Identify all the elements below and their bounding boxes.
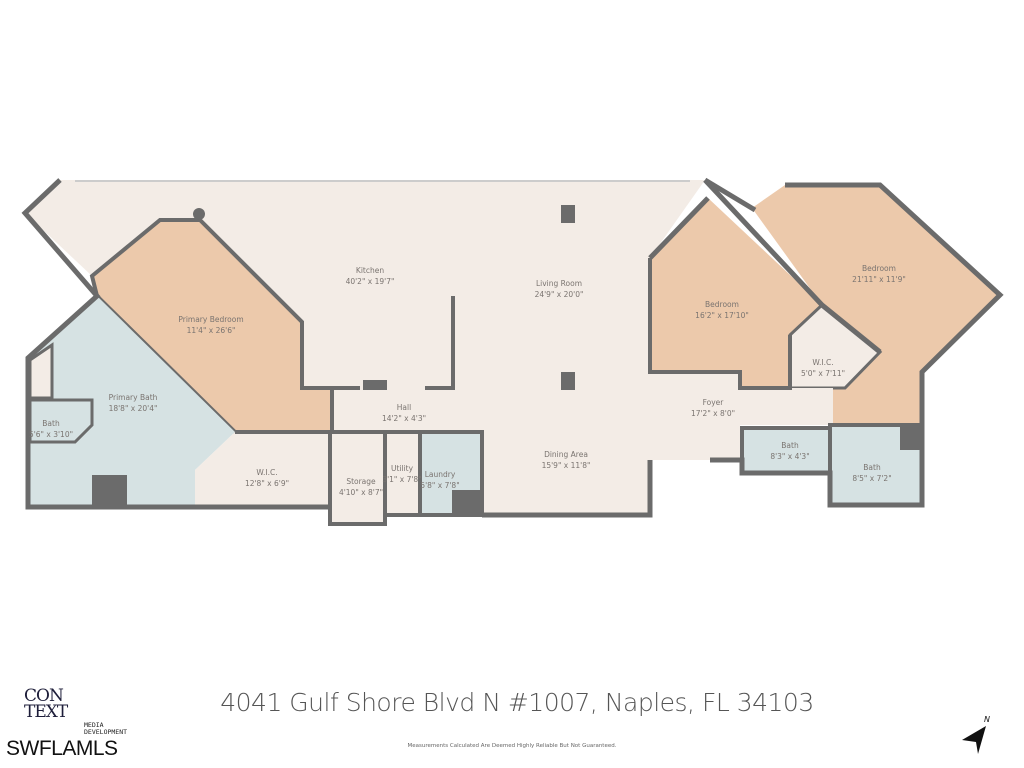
room-label: Dining Area [544,450,588,459]
room-label: Hall [397,403,411,412]
room-size: 11'4" x 26'6" [187,326,236,335]
logo-text: CON [24,686,64,706]
bath-fixture [900,425,922,450]
room-size: 16'2" x 17'10" [695,311,749,320]
bedroom-wall [648,258,792,390]
room-size: 5'0" x 7'11" [801,369,845,378]
room-foyer [650,372,833,460]
room-wic [195,432,330,507]
bath-fixture [92,475,127,507]
room-bedroom-2 [650,198,822,388]
room-bath-mid [740,426,832,475]
outer-wall [21,178,330,510]
room-size: 4'10" x 8'7" [339,488,383,497]
kitchen-wall [300,322,360,390]
disclaimer: Measurements Calculated Are Deemed Highl… [407,743,617,749]
room-size: 15'9" x 11'8" [542,461,591,470]
room-label: W.I.C. [812,358,833,367]
column [561,205,575,223]
room-label: Bath [781,441,799,450]
room-label: Primary Bath [109,393,158,402]
room-label: Bath [863,463,881,472]
context-logo-subtitle: MEDIA DEVELOPMENT [84,722,127,736]
room-label: Bedroom [705,300,739,309]
room-label: Primary Bedroom [178,315,243,324]
room-label: Laundry [425,470,456,479]
laundry-appliance [452,490,482,515]
top-wall [703,177,757,213]
room-label: Bath [42,419,60,428]
logo-text: TEXT [24,702,68,722]
room-size: 21'11" x 11'9" [852,275,906,284]
context-logo: CON TEXT [24,686,68,722]
room-size: 8'5" x 7'2" [852,474,891,483]
room-size: 14'2" x 4'3" [382,414,426,423]
room-size: 24'9" x 20'0" [535,290,584,299]
room-size: 18'8" x 20'4" [109,404,158,413]
logo-text: DEVELOPMENT [84,728,128,736]
kitchen-wall-2 [425,296,455,390]
column-round [193,208,205,220]
room-label: Bedroom [862,264,896,273]
room-label: Kitchen [356,266,384,275]
room-utility [383,430,422,517]
living-wall [648,196,710,260]
room-bedroom-3 [752,185,1000,425]
diag-wall [703,178,882,354]
logo-text: MEDIA [84,721,104,729]
right-wall [710,182,1004,508]
room-size: 3'1" x 7'8" [382,475,421,484]
room-size: 40'2" x 19'7" [346,277,395,286]
room-primary-bath [28,296,235,507]
room-label: Utility [391,464,414,473]
room-label: Living Room [536,279,582,288]
room-label: W.I.C. [256,468,277,477]
north-arrow-icon: N [962,715,990,754]
property-address: 4041 Gulf Shore Blvd N #1007, Naples, FL… [220,688,814,717]
common-area [25,180,705,515]
column [561,372,575,390]
north-label: N [984,715,990,724]
room-size: 8'3" x 4'3" [770,452,809,461]
room-label: Storage [346,477,376,486]
room-size: 5'6" x 3'10" [29,430,73,439]
room-size: 5'8" x 7'8" [420,481,459,490]
room-size: 17'2" x 8'0" [691,409,735,418]
room-label: Foyer [703,398,725,407]
bottom-wall [482,460,653,518]
room-size: 12'8" x 6'9" [245,479,289,488]
mls-logo: SWFLAMLS [6,737,118,760]
kitchen-fixture [363,380,387,390]
